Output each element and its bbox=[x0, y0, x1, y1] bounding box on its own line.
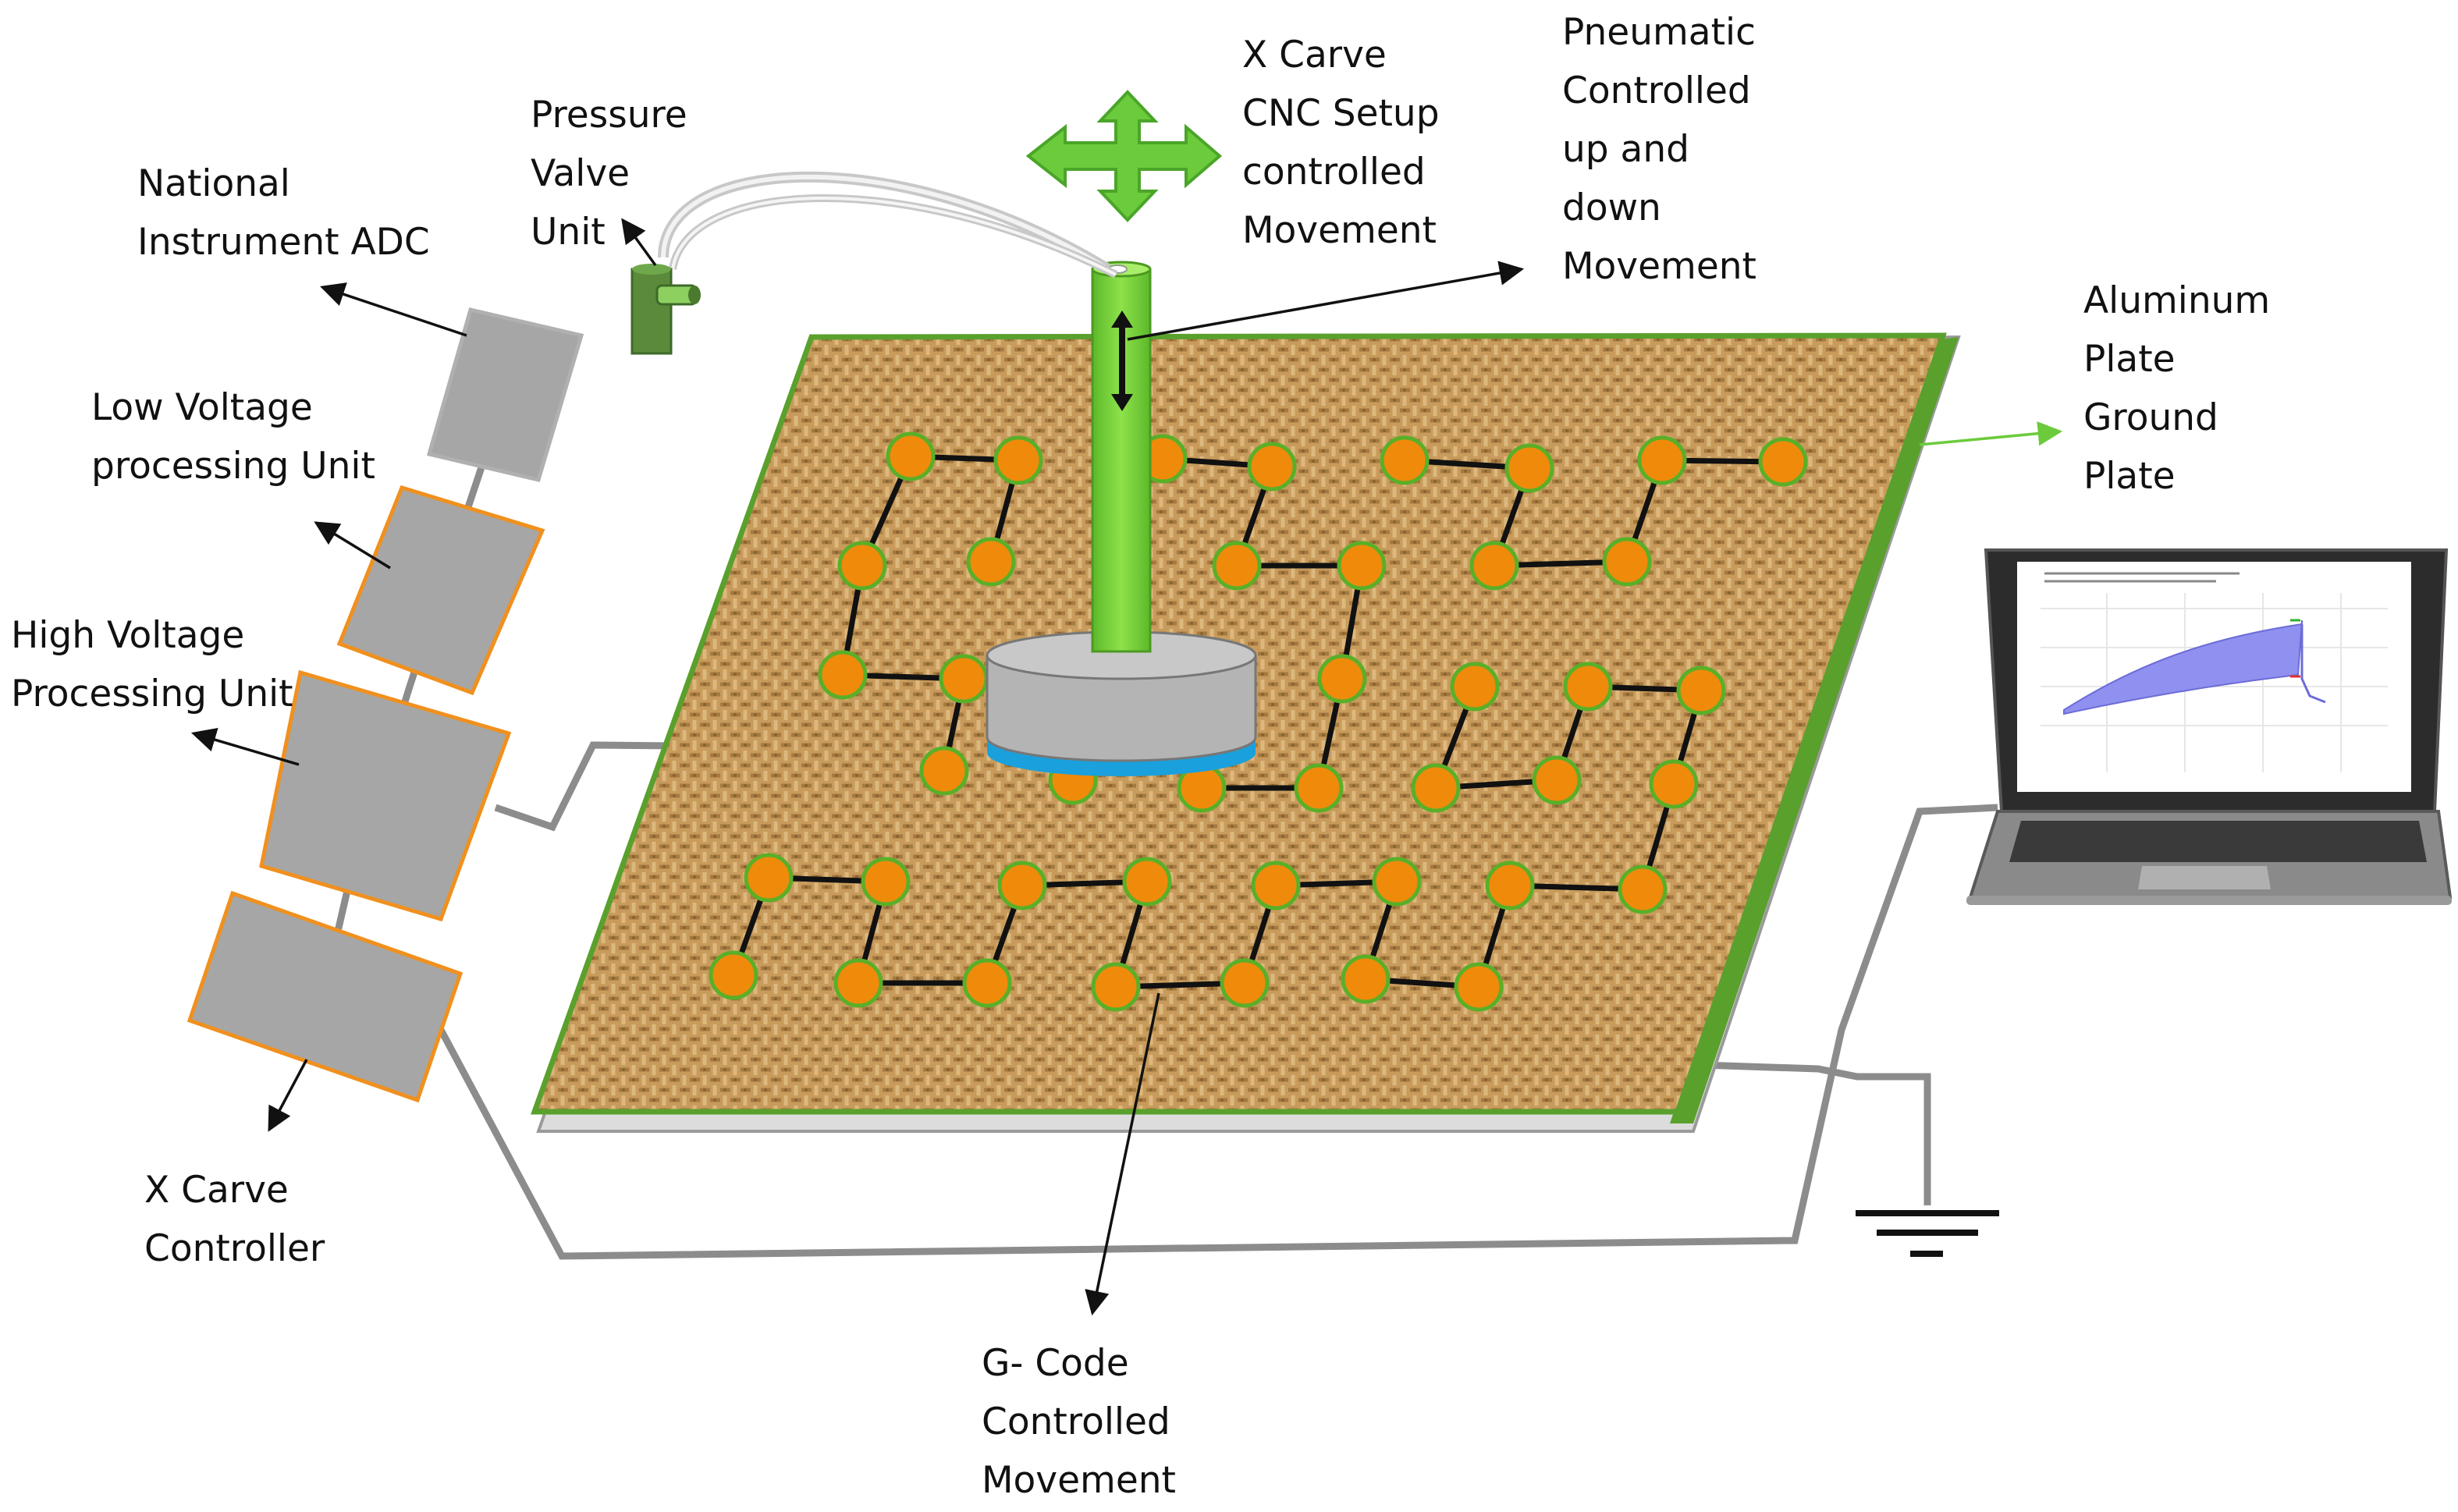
high-voltage-unit bbox=[259, 669, 512, 922]
xcarve-controller-unit bbox=[186, 890, 464, 1103]
xcarve-cnc-label: X Carve CNC Setup controlled Movement bbox=[1242, 34, 1440, 252]
aluminum-plate-label: Aluminum Plate Ground Plate bbox=[2083, 279, 2271, 498]
national-instrument-adc bbox=[426, 307, 584, 482]
aluminum-plate-arrow bbox=[1919, 421, 2063, 446]
cnc-probe-head bbox=[986, 261, 1257, 776]
pressure-valve-label: Pressure Valve Unit bbox=[531, 94, 687, 254]
double-arrow-icon bbox=[1111, 311, 1133, 411]
high-voltage-label: High Voltage Processing Unit bbox=[11, 614, 293, 715]
xcarve-controller-label: X Carve Controller bbox=[144, 1169, 325, 1270]
pneumatic-label: Pneumatic Controlled up and down Movemen… bbox=[1562, 11, 1756, 288]
four-way-arrow-icon bbox=[1025, 90, 1223, 222]
national-adc-label: National Instrument ADC bbox=[137, 162, 430, 264]
controller-to-ground-cable bbox=[438, 804, 1998, 1260]
callout-arrows bbox=[190, 218, 1525, 1316]
pressure-valve-unit bbox=[630, 264, 701, 355]
laptop-icon bbox=[1966, 548, 2453, 905]
gcode-label: G- Code Controlled Movement bbox=[982, 1342, 1176, 1502]
plate-to-ground-cable bbox=[1700, 1061, 1931, 1205]
laptop-plot-band bbox=[2063, 619, 2303, 715]
low-voltage-unit bbox=[336, 484, 545, 696]
low-voltage-label: Low Voltage processing Unit bbox=[91, 386, 375, 488]
electronics-stack bbox=[186, 307, 584, 1103]
pneumatic-tubing bbox=[658, 171, 1118, 279]
ground-symbol-icon bbox=[1856, 1210, 1999, 1257]
electrode-nodes bbox=[709, 431, 1808, 1012]
